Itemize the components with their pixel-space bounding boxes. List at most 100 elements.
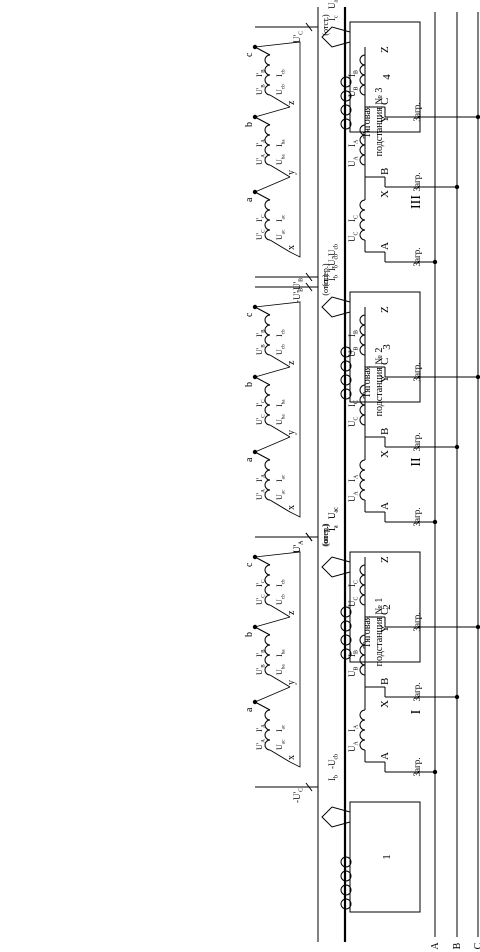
primary-voltage-label: UA bbox=[347, 491, 360, 503]
feeder-rail-voltage-label: -Ucb bbox=[327, 244, 340, 259]
train-2: 2 bbox=[321, 551, 421, 663]
bus-tap-dot bbox=[432, 519, 438, 525]
primary-end-label: Y bbox=[379, 625, 391, 633]
load-label: Загр. bbox=[412, 363, 422, 382]
secondary-phase-current-label: I'C bbox=[255, 399, 266, 407]
substation-roman-numeral: I bbox=[409, 709, 424, 714]
secondary-end-label: c bbox=[244, 52, 255, 57]
delta-connection bbox=[254, 366, 291, 378]
train-wheel bbox=[340, 634, 352, 646]
primary-end-label: Z bbox=[379, 306, 391, 313]
load-label: Загр. bbox=[412, 103, 422, 122]
secondary-start-label: y bbox=[286, 170, 297, 175]
train-wheel bbox=[340, 360, 352, 372]
secondary-lead bbox=[254, 626, 271, 636]
secondary-winding-coil bbox=[264, 634, 271, 676]
secondary-line-voltage-label: Ucb bbox=[275, 594, 286, 605]
train-number: 2 bbox=[381, 604, 393, 610]
secondary-lead bbox=[254, 191, 271, 201]
train-body bbox=[349, 291, 421, 403]
primary-end-label: X bbox=[379, 450, 391, 458]
load-label: Загр. bbox=[412, 433, 422, 452]
primary-terminal-label: C bbox=[379, 608, 391, 615]
secondary-line-current-label: Iac bbox=[275, 474, 286, 482]
secondary-end-label: b bbox=[244, 632, 255, 637]
train-number: 4 bbox=[381, 74, 393, 80]
primary-voltage-label: UB bbox=[347, 87, 360, 98]
bus-tap-dot bbox=[454, 184, 460, 190]
train-body bbox=[349, 21, 421, 133]
pantograph bbox=[321, 806, 351, 828]
train-4: 4 bbox=[321, 21, 421, 133]
secondary-phase-voltage-label: U'A bbox=[255, 739, 266, 750]
secondary-line-voltage-label: Uba bbox=[275, 414, 286, 425]
bus-tap-dot bbox=[475, 374, 480, 380]
secondary-phase-voltage-label: U'C bbox=[255, 414, 266, 425]
secondary-end-label: b bbox=[244, 382, 255, 387]
primary-end-label: Z bbox=[379, 556, 391, 563]
feeder-mode-label: (опер.) bbox=[321, 523, 330, 546]
train-wheel bbox=[340, 870, 352, 882]
secondary-end-label: b bbox=[244, 122, 255, 127]
substation-3: IIIЗагр.Загр.Загр.AXUCICBYUAIACZUBIBxaU'… bbox=[244, 0, 480, 403]
train-wheel bbox=[340, 346, 352, 358]
substation-2: IIЗагр.Загр.Загр.AXUAIABYUCICCZUBIBxaU'A… bbox=[244, 254, 480, 663]
secondary-winding-coil bbox=[264, 124, 271, 166]
secondary-end-label: a bbox=[244, 457, 255, 462]
secondary-line-voltage-label: Ucb bbox=[275, 344, 286, 355]
secondary-phase-voltage-label: U'C bbox=[255, 229, 266, 240]
feeder-mode-label: (отст.) bbox=[321, 524, 330, 546]
secondary-end-label: a bbox=[244, 707, 255, 712]
secondary-start-label: z bbox=[286, 360, 297, 365]
secondary-line-current-label: Icb bbox=[275, 329, 286, 337]
feeder-mode-label: (отст.) bbox=[321, 14, 330, 36]
secondary-lead bbox=[269, 674, 291, 688]
secondary-winding-coil bbox=[264, 199, 271, 241]
feeder-current-label: Ib bbox=[327, 775, 340, 781]
delta-closing-line bbox=[254, 41, 301, 258]
secondary-lead bbox=[269, 604, 291, 618]
secondary-start-label: x bbox=[286, 505, 297, 510]
primary-voltage-label: UC bbox=[347, 232, 360, 243]
secondary-line-voltage-label: Uac bbox=[275, 229, 286, 240]
secondary-line-current-label: Icb bbox=[275, 69, 286, 77]
secondary-winding-coil bbox=[264, 709, 271, 751]
bus-tap-dot bbox=[454, 444, 460, 450]
delta-connection bbox=[254, 176, 291, 193]
feeder-current-label: Ib bbox=[327, 265, 340, 271]
feeder-switch bbox=[305, 272, 313, 282]
substation-caption-line1: Тяговая bbox=[362, 105, 373, 138]
secondary-start-label: y bbox=[286, 680, 297, 685]
secondary-lead bbox=[269, 499, 291, 513]
feeder-voltage-label: -U'C bbox=[292, 788, 305, 803]
primary-voltage-label: UC bbox=[347, 597, 360, 608]
primary-current-label: IA bbox=[347, 724, 360, 732]
secondary-phase-voltage-label: U'A bbox=[255, 154, 266, 165]
secondary-line-voltage-label: Uac bbox=[275, 739, 286, 750]
substation-caption-line2: подстанция № 2 bbox=[374, 348, 385, 417]
primary-end-label: Y bbox=[379, 115, 391, 123]
bus-tap-dot bbox=[432, 769, 438, 775]
diagram-content: ABCIЗагр.Загр.Загр.AXUAIABYUBIBCZUCICxaU… bbox=[244, 0, 480, 950]
train-wheel bbox=[340, 898, 352, 910]
substation-caption-line2: подстанция № 1 bbox=[374, 598, 385, 667]
load-label: Загр. bbox=[412, 248, 422, 267]
load-label: Загр. bbox=[412, 173, 422, 192]
train-wheel bbox=[340, 104, 352, 116]
load-label: Загр. bbox=[412, 758, 422, 777]
secondary-start-label: z bbox=[286, 610, 297, 615]
primary-terminal-label: A bbox=[379, 242, 391, 250]
train-wheel bbox=[340, 606, 352, 618]
primary-current-label: IB bbox=[347, 70, 360, 77]
train-1: 1 bbox=[321, 801, 421, 913]
feeder-rail-voltage-label: Uac bbox=[327, 507, 340, 519]
primary-winding-coil bbox=[359, 709, 366, 751]
primary-current-label: IB bbox=[347, 330, 360, 337]
bus-label-b: B bbox=[452, 942, 463, 949]
primary-terminal-label: B bbox=[379, 428, 391, 435]
secondary-lead bbox=[254, 451, 271, 461]
load-label: Загр. bbox=[412, 613, 422, 632]
